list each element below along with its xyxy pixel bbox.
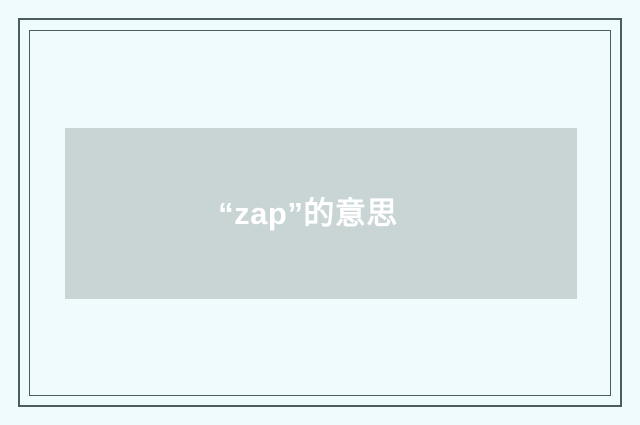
page-title: “zap”的意思 xyxy=(218,195,398,231)
decorative-outer-frame: “zap”的意思 xyxy=(18,18,622,407)
title-banner: “zap”的意思 xyxy=(65,128,577,299)
decorative-inner-frame: “zap”的意思 xyxy=(29,30,611,396)
